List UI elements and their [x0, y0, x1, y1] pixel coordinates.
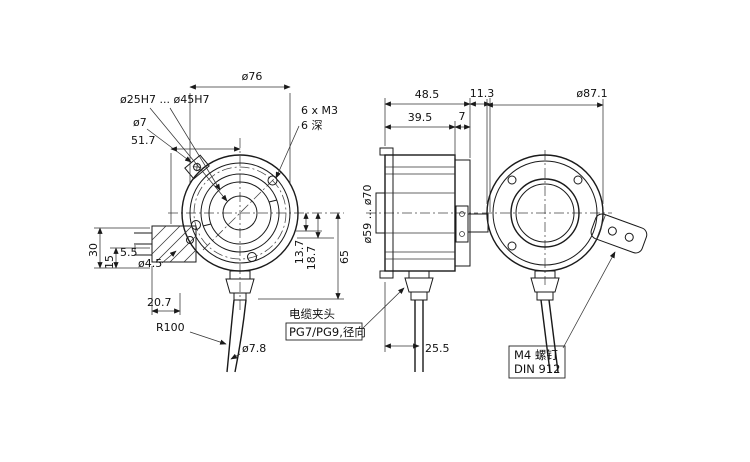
dim-15-label: 15 — [103, 255, 116, 269]
dim-dia87-1: ø87.1 — [486, 87, 608, 204]
dim-dia-range: ø59 ... ø70 — [361, 185, 374, 244]
dim-dia-range-label: ø59 ... ø70 — [361, 185, 374, 244]
note-m4-screw: M4 螺钉 DIN 912 — [508, 251, 616, 379]
dim-20-7-label: 20.7 — [147, 296, 172, 309]
dim-20-7: 20.7 — [147, 266, 181, 315]
dim-51-7-label: 51.7 — [131, 134, 156, 147]
dim-bore: ø25H7 ... ø45H7 — [120, 93, 228, 202]
dim-dia7-8: ø7.8 — [230, 342, 266, 360]
dim-25-5-label: 25.5 — [425, 342, 450, 355]
dim-dia76: ø76 — [189, 70, 291, 184]
dim-dia7-label: ø7 — [133, 116, 147, 129]
dim-5-5: 5.5 — [120, 245, 138, 259]
dim-65: 65 — [258, 212, 351, 300]
cable-edge — [226, 299, 235, 373]
bolt-circle — [193, 166, 287, 260]
cable-edge — [548, 299, 559, 373]
note-m3: 6 x M3 6 深 — [275, 104, 338, 179]
note-m3-line2: 6 深 — [301, 119, 323, 132]
note-m4-line2: DIN 912 — [514, 362, 560, 376]
dim-11-3-label: 11.3 — [470, 87, 495, 100]
dim-13-7: 13.7 — [293, 212, 322, 265]
dim-15: 15 — [103, 247, 150, 269]
dim-18-7-label: 18.7 — [305, 246, 318, 271]
dim-dia76-label: ø76 — [242, 70, 263, 83]
dim-r100-label: R100 — [156, 321, 185, 334]
cable-edge — [540, 299, 551, 373]
side-rear-connector — [455, 205, 489, 243]
back-terminal-tab — [590, 213, 648, 254]
dim-30-label: 30 — [87, 243, 100, 257]
front-m3-holes — [191, 175, 278, 262]
dim-39-5-label: 39.5 — [408, 111, 433, 124]
front-view: ø76 ø25H7 ... ø45H7 ø7 51.7 6 x M3 6 深 3… — [87, 70, 351, 373]
front-centerlines — [168, 138, 344, 310]
note-cable-gland: 电缆夹头 PG7/PG9,径向 — [285, 287, 405, 341]
note-cable-line1: 电缆夹头 — [289, 307, 335, 321]
dim-48-5-label: 48.5 — [415, 88, 440, 101]
front-cable-gland — [225, 270, 255, 373]
dim-7: 7 — [454, 110, 471, 130]
note-cable-line2: PG7/PG9,径向 — [289, 325, 366, 339]
dim-51-7: 51.7 — [131, 134, 241, 224]
dim-dia4-5-label: ø4.5 — [138, 257, 162, 270]
side-body-geometry — [375, 147, 471, 279]
dim-25-5: 25.5 — [384, 282, 450, 355]
dim-dia7: ø7 — [133, 116, 192, 163]
side-view: 48.5 11.3 39.5 7 ø59 ... ø70 25.5 电缆夹头 — [285, 87, 495, 372]
dim-dia4-5: ø4.5 — [138, 250, 177, 270]
back-cable-gland — [530, 270, 560, 373]
cable-edge — [234, 299, 247, 373]
note-m4-line1: M4 螺钉 — [514, 348, 558, 362]
front-clamp-tab — [184, 154, 210, 180]
dim-18-7: 18.7 — [297, 212, 334, 271]
note-m3-line1: 6 x M3 — [301, 104, 338, 117]
tab-screw — [186, 236, 194, 244]
dim-65-label: 65 — [338, 250, 351, 264]
dim-r100: R100 — [156, 321, 227, 345]
dim-39-5: 39.5 — [384, 111, 456, 158]
dim-dia87-1-label: ø87.1 — [576, 87, 607, 100]
side-cable-gland — [404, 270, 434, 372]
front-connector-block — [134, 225, 197, 263]
dim-7-label: 7 — [459, 110, 466, 123]
dim-dia7-8-label: ø7.8 — [242, 342, 266, 355]
back-centerlines — [482, 150, 612, 285]
dim-5-5-label: 5.5 — [120, 246, 138, 259]
dim-13-7-label: 13.7 — [293, 240, 306, 265]
dim-30: 30 — [87, 227, 150, 269]
dim-bore-label: ø25H7 ... ø45H7 — [120, 93, 209, 106]
back-view: ø87.1 M4 螺钉 DIN 912 — [482, 87, 648, 379]
